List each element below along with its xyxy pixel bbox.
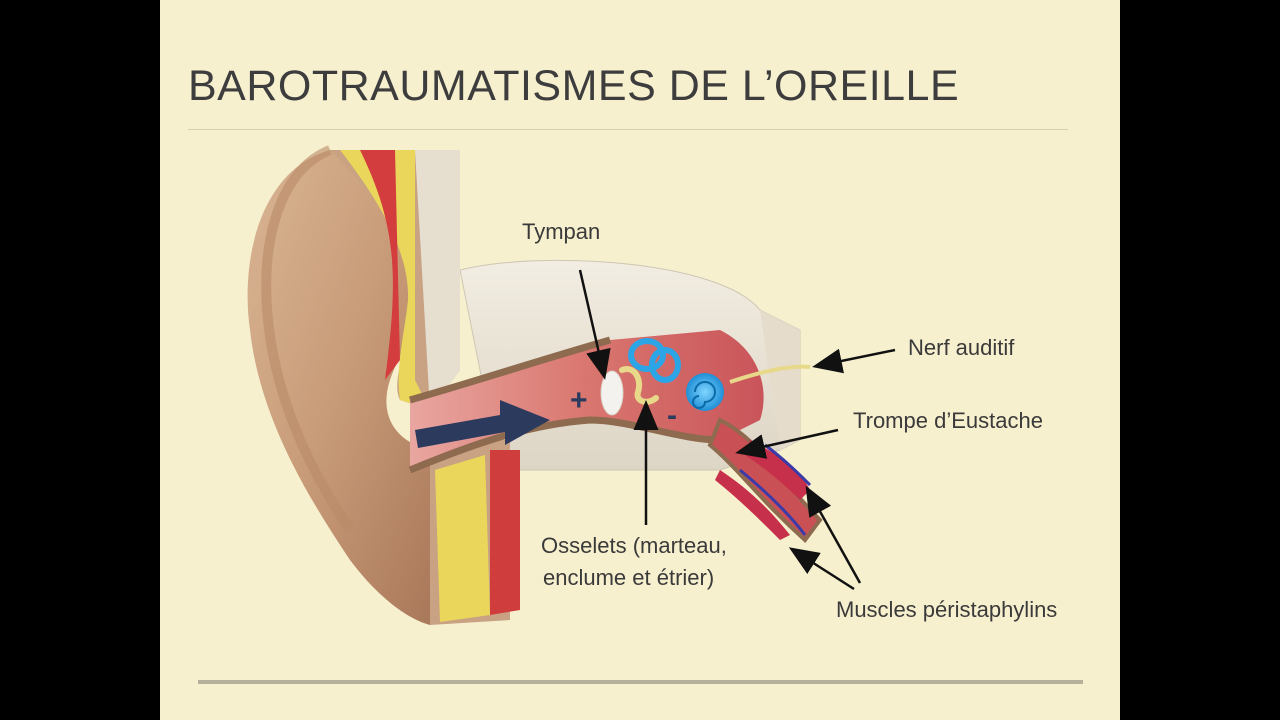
pressure-arrow — [415, 400, 550, 448]
peristaphylin-muscle-2 — [715, 470, 790, 540]
pinna — [247, 150, 430, 625]
tympan-pointer — [578, 269, 611, 380]
trompe-pointer — [735, 428, 839, 459]
temporal-bone-side — [760, 310, 800, 450]
muscles-pointer-1 — [805, 485, 862, 584]
muscle-layer-bottom — [490, 450, 520, 615]
label-nerf-auditif: Nerf auditif — [908, 335, 1015, 360]
inner-ear — [628, 338, 724, 411]
eardrum — [600, 370, 624, 416]
label-osselets-line2: enclume et étrier) — [543, 565, 715, 590]
muscles-pointer-2 — [788, 547, 855, 591]
ear-anatomy-illustration: + - — [247, 145, 896, 625]
auditory-nerve — [729, 364, 811, 384]
slide-title: BAROTRAUMATISMES DE L’OREILLE — [188, 62, 960, 110]
label-osselets-line1: Osselets (marteau, — [541, 533, 727, 558]
fat-layer-top — [340, 150, 430, 410]
nerf-pointer — [812, 348, 896, 374]
pressure-low-sign: - — [667, 399, 677, 432]
title-divider — [188, 129, 1068, 130]
label-muscles: Muscles péristaphylins — [836, 597, 1058, 622]
slide: BAROTRAUMATISMES DE L’OREILLE — [160, 0, 1120, 720]
pinna-helix — [261, 145, 355, 533]
fat-layer-bottom — [435, 455, 490, 622]
muscle-layer-top — [360, 150, 400, 380]
pressure-high-sign: + — [570, 384, 588, 417]
label-trompe-eustache: Trompe d’Eustache — [853, 408, 1043, 433]
cochlea — [686, 373, 724, 411]
label-tympan: Tympan — [522, 219, 601, 244]
bottom-divider — [198, 680, 1083, 684]
